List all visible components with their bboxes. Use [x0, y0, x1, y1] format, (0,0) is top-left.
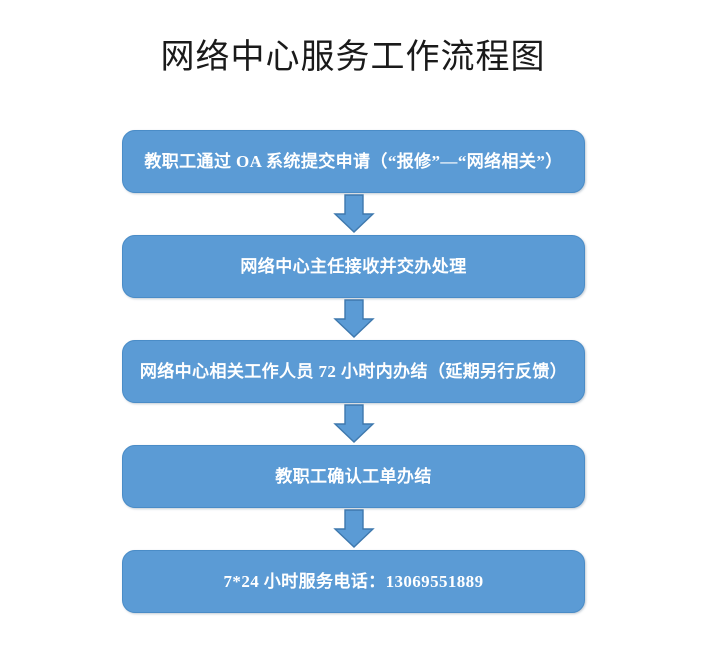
flow-connector-2: [122, 298, 585, 340]
flow-node-2[interactable]: 网络中心主任接收并交办处理: [122, 235, 585, 298]
flow-node-3[interactable]: 网络中心相关工作人员 72 小时内办结（延期另行反馈）: [122, 340, 585, 403]
flowchart-stack: 教职工通过 OA 系统提交申请（“报修”—“网络相关”） 网络中心主任接收并交办…: [122, 130, 585, 613]
flow-node-4-label: 教职工确认工单办结: [275, 466, 432, 486]
flow-node-4[interactable]: 教职工确认工单办结: [122, 445, 585, 508]
arrow-down-icon: [332, 509, 375, 548]
page-title: 网络中心服务工作流程图: [160, 39, 546, 76]
flow-node-1-label: 教职工通过 OA 系统提交申请（“报修”—“网络相关”）: [144, 151, 563, 171]
flow-connector-3: [122, 403, 585, 445]
arrow-down-icon: [332, 194, 375, 233]
flow-node-3-label: 网络中心相关工作人员 72 小时内办结（延期另行反馈）: [139, 361, 568, 381]
arrow-down-icon: [332, 299, 375, 338]
flow-connector-4: [122, 508, 585, 550]
flow-node-5[interactable]: 7*24 小时服务电话：13069551889: [122, 550, 585, 613]
arrow-down-icon: [332, 404, 375, 443]
flow-node-5-label: 7*24 小时服务电话：13069551889: [223, 571, 484, 591]
flow-node-2-label: 网络中心主任接收并交办处理: [240, 256, 467, 276]
flow-node-1[interactable]: 教职工通过 OA 系统提交申请（“报修”—“网络相关”）: [122, 130, 585, 193]
flow-connector-1: [122, 193, 585, 235]
